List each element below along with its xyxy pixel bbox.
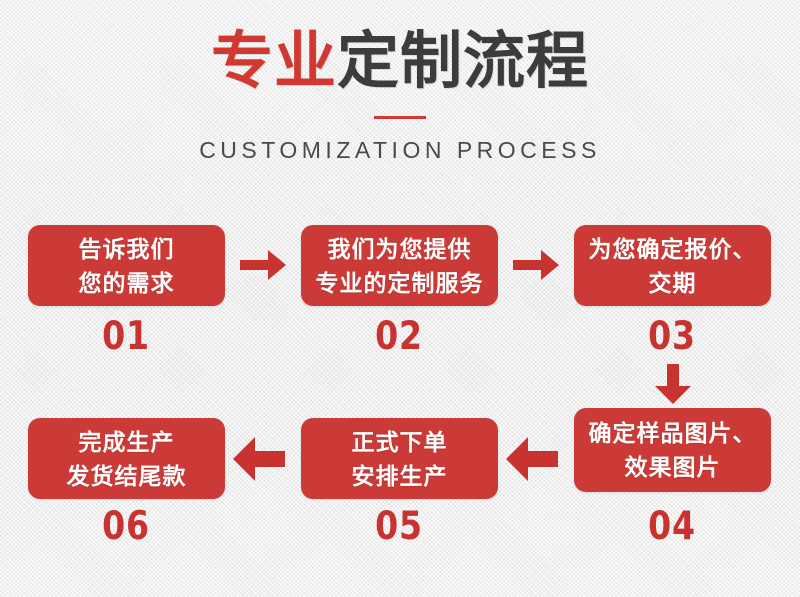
step-number-05: 05 [375,504,423,549]
step-number-04: 04 [648,504,696,549]
arrow-down-icon [654,364,692,404]
step-text-line2: 安排生产 [351,462,448,489]
arrow-right-icon [513,247,559,283]
page-title-accent: 专业 [210,27,337,96]
step-box-01[interactable]: 告诉我们 您的需求 [28,225,225,306]
step-text-line1: 为您确定报价、 [588,235,757,262]
arrow-left-icon [233,434,285,484]
step-text-line2: 专业的定制服务 [315,269,484,296]
step-text-line2: 效果图片 [624,454,721,480]
step-text-line2: 您的需求 [78,269,175,296]
page-subtitle: CUSTOMIZATION PROCESS [199,137,601,163]
step-text-line2: 发货结尾款 [66,462,187,489]
step-text-line1: 完成生产 [78,428,175,455]
step-text-line1: 我们为您提供 [327,235,472,262]
step-number-02: 02 [375,314,423,359]
step-box-03[interactable]: 为您确定报价、 交期 [574,225,771,306]
step-box-04[interactable]: 确定样品图片、 效果图片 [574,408,771,492]
step-number-01: 01 [102,314,150,359]
page-title: 专业定制流程 [0,24,800,100]
poster-header: 专业定制流程 CUSTOMIZATION PROCESS [0,24,800,164]
step-box-05[interactable]: 正式下单 安排生产 [301,418,498,499]
step-text-line1: 告诉我们 [78,235,175,262]
page-title-dark: 定制流程 [337,27,590,96]
step-number-03: 03 [648,314,696,359]
arrow-left-icon [506,434,558,484]
step-number-06: 06 [102,504,150,549]
step-text-line1: 正式下单 [351,428,448,455]
title-divider [374,116,426,119]
step-box-02[interactable]: 我们为您提供 专业的定制服务 [301,225,498,306]
step-text-line1: 确定样品图片、 [588,420,757,446]
step-box-06[interactable]: 完成生产 发货结尾款 [28,418,225,499]
step-text-line2: 交期 [648,269,697,296]
arrow-right-icon [240,247,286,283]
